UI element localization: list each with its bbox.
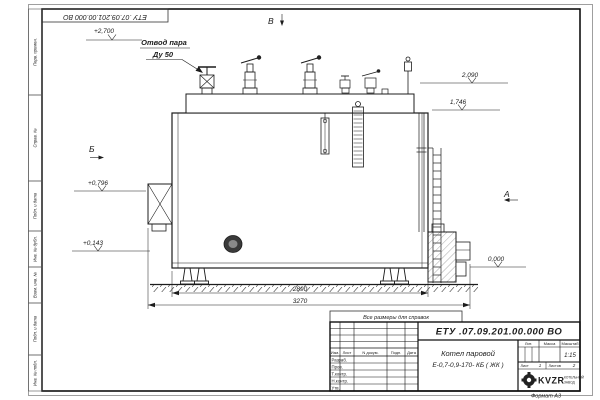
doc-number: ЕТУ .07.09.201.00.000 ВО	[436, 327, 563, 338]
col-sign: Подп.	[391, 350, 402, 355]
top-corner-stamp: ЕТУ .07.09.201.00.000 ВО	[41, 8, 169, 23]
dim-outer-label: 3270	[293, 298, 308, 305]
product-name-line1: Котел паровой	[441, 349, 496, 358]
margin-label: Подп. и дата	[33, 192, 38, 219]
water-level-gauge	[320, 113, 330, 155]
stamp-doc-number: ЕТУ .07.09.201.00.000 ВО	[63, 13, 147, 20]
steam-outlet-valve	[198, 66, 216, 95]
margin-label: Взам. инв. №	[33, 272, 38, 298]
margin-label: Подп. и дата	[33, 315, 38, 342]
elev-top-left: +2,700	[94, 28, 114, 35]
col-list: Лист	[343, 350, 352, 355]
small-nozzle-valve	[339, 75, 351, 94]
safety-valve-2	[300, 55, 322, 95]
boiler-drawing	[147, 55, 478, 292]
ground-hatching	[150, 283, 478, 292]
scale-value: 1:15	[564, 353, 576, 359]
row-prov: Пров.	[332, 365, 343, 370]
scale-label: Масштаб	[561, 341, 579, 346]
lever-valve	[361, 69, 381, 94]
safety-valve-1	[240, 55, 262, 95]
company-sub1: КОТЕЛЬНЫЙ	[564, 376, 585, 380]
title-block-texts: ЕТУ .07.09.201.00.000 ВО Котел паровой Е…	[331, 327, 585, 391]
col-doc: N докум.	[362, 350, 378, 355]
company-sub2: ЗАВОД	[564, 381, 575, 385]
row-razrab: Разраб.	[332, 358, 347, 363]
elev-right-mid: 1,746	[450, 99, 467, 106]
dimension-2890: 2890	[171, 271, 429, 297]
pressure-gauge-stem	[404, 56, 412, 94]
callout-line1: Отвод пара	[141, 38, 187, 47]
view-labels: В Б А	[89, 14, 518, 202]
company-name: KVZR	[538, 376, 565, 386]
format-label: Формат А3	[531, 394, 562, 400]
col-izm: Изм.	[331, 350, 340, 355]
boiler-shell	[171, 112, 429, 269]
steam-outlet-callout: Отвод пара Ду 50	[140, 38, 203, 73]
margin-label: Перв. примен.	[33, 38, 38, 66]
col-date: Дата	[407, 350, 417, 355]
elev-zero: 0,000	[488, 256, 505, 263]
row-tkontr: Т.контр.	[332, 372, 348, 377]
sheets-value: 2	[572, 363, 576, 368]
elev-left-low: +0,143	[83, 240, 103, 247]
steam-drum	[185, 88, 415, 114]
gauge-column	[352, 101, 364, 168]
reference-note: Все размеры для справок	[329, 310, 463, 323]
product-name-line2: Е-0,7-0,9-170- КБ ( ЖК )	[432, 362, 503, 369]
view-top-label: В	[268, 16, 274, 26]
manhole	[223, 235, 243, 253]
dimension-3270: 3270	[147, 228, 471, 309]
sheets-label: Листов	[549, 364, 561, 368]
elev-left-mid: +0,796	[88, 180, 108, 187]
downcomer-pipe	[416, 113, 427, 232]
row-nkontr: Н.контр.	[332, 379, 349, 384]
title-block: ЕТУ .07.09.201.00.000 ВО Котел паровой Е…	[329, 321, 585, 392]
mass-label: Масса	[544, 341, 557, 346]
row-utv: Утв.	[332, 385, 340, 390]
burner-unit	[427, 223, 471, 283]
supports	[180, 267, 409, 285]
sheet-label: Лист	[521, 364, 530, 368]
left-burner-bracket	[147, 183, 173, 232]
lit-label: Лит.	[525, 341, 532, 346]
margin-label: Инв. № подл.	[33, 360, 38, 386]
margin-label: Справ. №	[33, 128, 38, 147]
elev-right-upper: 2,090	[461, 72, 479, 79]
left-margin-labels: Перв. примен. Справ. № Подп. и дата Инв.…	[33, 38, 38, 386]
callout-line2: Ду 50	[152, 50, 174, 59]
dim-inner-label: 2890	[292, 286, 308, 293]
left-margin-column	[28, 8, 43, 392]
sheet-value: 1	[539, 363, 542, 368]
reference-note-text: Все размеры для справок	[363, 315, 429, 321]
company-logo-gear-icon	[521, 372, 537, 388]
margin-label: Инв. № дубл.	[33, 236, 38, 262]
annotations: Отвод пара Ду 50 В Б А +2,700 2,090	[72, 14, 526, 309]
view-right-label: А	[503, 189, 510, 199]
elevation-marks: +2,700 2,090 1,746 +0,796 +0,143 0,000	[72, 28, 526, 268]
view-left-label: Б	[89, 144, 95, 154]
